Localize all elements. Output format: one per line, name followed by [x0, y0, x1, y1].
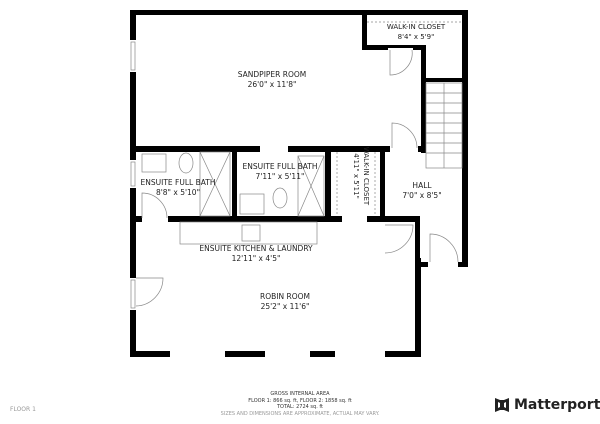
room-name: SANDPIPER ROOM	[237, 70, 307, 79]
room-size: 8'8" x 5'10"	[155, 188, 201, 197]
matterport-logo: Matterport	[494, 397, 600, 413]
room-name: ROBIN ROOM	[260, 292, 310, 301]
room-name: ENSUITE FULL BATH	[140, 178, 216, 187]
floor-label: FLOOR 1	[10, 406, 36, 413]
room-name: WALK-IN CLOSET	[386, 23, 446, 31]
area-floors: FLOOR 1: 866 sq. ft, FLOOR 2: 1858 sq. f…	[248, 397, 352, 404]
room-name: HALL	[412, 181, 432, 190]
area-note: SIZES AND DIMENSIONS ARE APPROXIMATE, AC…	[220, 410, 380, 417]
room-label-walk-in-closet: WALK-IN CLOSET 8'4" x 5'9"	[387, 22, 445, 42]
room-name: WALK-IN CLOSET	[362, 146, 370, 206]
room-size: 26'0" x 11'8"	[247, 80, 297, 89]
area-total: TOTAL: 2724 sq. ft	[276, 404, 324, 410]
room-size: 4'11" x 5'11"	[352, 153, 360, 199]
area-summary: GROSS INTERNAL AREA FLOOR 1: 866 sq. ft,…	[221, 391, 380, 417]
area-title: GROSS INTERNAL AREA	[270, 391, 330, 397]
fixtures	[130, 21, 463, 309]
brand-name: Matterport	[514, 397, 600, 413]
room-size: 12'11" x 4'5"	[231, 254, 281, 263]
room-size: 25'2" x 11'6"	[260, 302, 310, 311]
room-size: 8'4" x 5'9"	[397, 33, 435, 41]
room-size: 7'0" x 8'5"	[402, 191, 442, 200]
room-size: 7'11" x 5'11"	[255, 172, 305, 181]
matterport-logo-icon	[495, 398, 509, 412]
openings	[130, 40, 458, 357]
room-name: ENSUITE KITCHEN & LAUNDRY	[199, 244, 313, 253]
room-name: ENSUITE FULL BATH	[242, 162, 318, 171]
